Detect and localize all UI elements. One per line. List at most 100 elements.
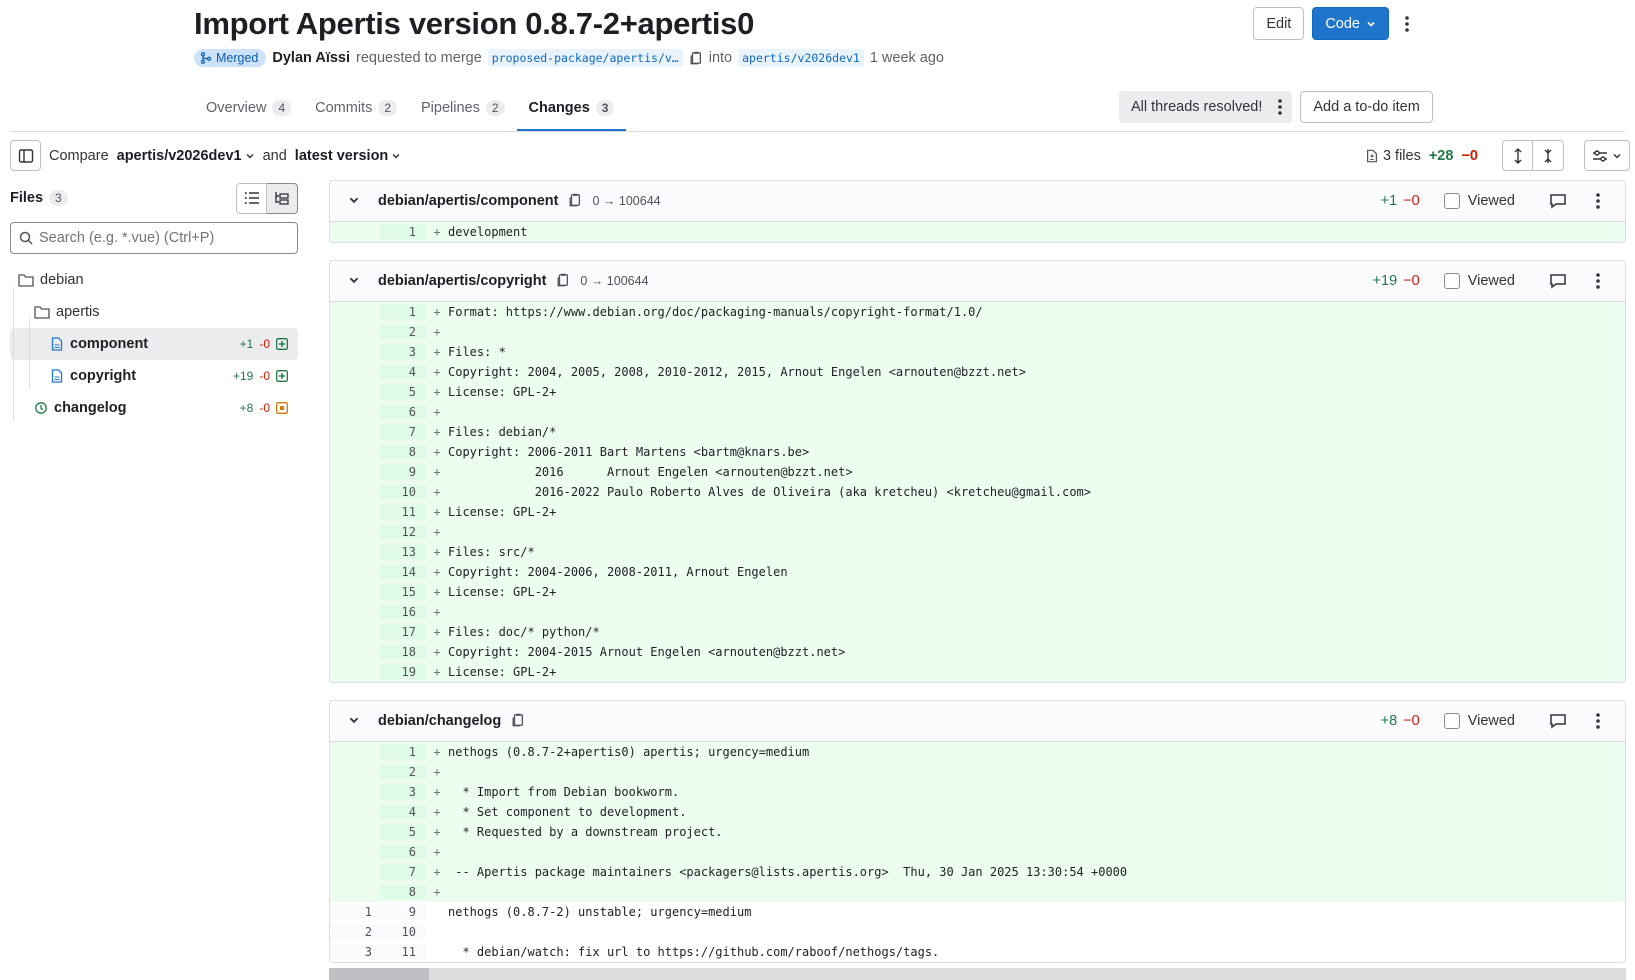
new-line-number[interactable]: 5 bbox=[380, 385, 426, 399]
new-line-number[interactable]: 13 bbox=[380, 545, 426, 559]
collapse-all-icon[interactable] bbox=[1533, 140, 1564, 171]
tree-folder-apertis[interactable]: apertis bbox=[10, 296, 298, 328]
diff-line[interactable]: 4+ * Set component to development. bbox=[330, 802, 1625, 822]
more-icon[interactable] bbox=[1278, 99, 1283, 115]
diff-line[interactable]: 1+Format: https://www.debian.org/doc/pac… bbox=[330, 302, 1625, 322]
checkbox-box[interactable] bbox=[1443, 713, 1460, 729]
diff-line[interactable]: 8+ bbox=[330, 882, 1625, 902]
diff-line[interactable]: 3+ * Import from Debian bookworm. bbox=[330, 782, 1625, 802]
copy-icon[interactable] bbox=[689, 51, 703, 65]
new-line-number[interactable]: 1 bbox=[380, 305, 426, 319]
diff-file-name[interactable]: debian/apertis/component bbox=[378, 193, 559, 209]
new-line-number[interactable]: 2 bbox=[380, 325, 426, 339]
target-branch[interactable]: apertis/v2026dev1 bbox=[738, 49, 864, 67]
horizontal-scrollbar[interactable] bbox=[329, 968, 1626, 980]
base-version-dropdown[interactable]: apertis/v2026dev1 bbox=[117, 148, 255, 164]
diff-line[interactable]: 7+Files: debian/* bbox=[330, 422, 1625, 442]
checkbox-box[interactable] bbox=[1443, 273, 1460, 289]
author-link[interactable]: Dylan Aïssi bbox=[272, 50, 351, 66]
diff-line[interactable]: 19+License: GPL-2+ bbox=[330, 662, 1625, 682]
collapse-file-toggle[interactable] bbox=[348, 193, 364, 209]
diff-settings-dropdown[interactable] bbox=[1584, 140, 1630, 171]
comment-icon[interactable] bbox=[1543, 273, 1573, 289]
new-line-number[interactable]: 8 bbox=[380, 445, 426, 459]
tree-file-component[interactable]: component +1 -0 bbox=[10, 328, 298, 360]
more-options-icon[interactable] bbox=[1583, 193, 1613, 209]
checkbox-box[interactable] bbox=[1443, 193, 1460, 209]
new-line-number[interactable]: 4 bbox=[380, 805, 426, 819]
diff-line[interactable]: 10+ 2016-2022 Paulo Roberto Alves de Oli… bbox=[330, 482, 1625, 502]
diff-line[interactable]: 7+ -- Apertis package maintainers <packa… bbox=[330, 862, 1625, 882]
more-options-icon[interactable] bbox=[1583, 273, 1613, 289]
new-line-number[interactable]: 10 bbox=[380, 925, 426, 939]
diff-line[interactable]: 6+ bbox=[330, 402, 1625, 422]
copy-path-icon[interactable] bbox=[556, 273, 570, 290]
diff-line[interactable]: 18+Copyright: 2004-2015 Arnout Engelen <… bbox=[330, 642, 1625, 662]
diff-line[interactable]: 1+nethogs (0.8.7-2+apertis0) apertis; ur… bbox=[330, 742, 1625, 762]
new-line-number[interactable]: 7 bbox=[380, 425, 426, 439]
old-line-number[interactable]: 2 bbox=[330, 925, 380, 939]
old-line-number[interactable]: 3 bbox=[330, 945, 380, 959]
diff-line[interactable]: 5+License: GPL-2+ bbox=[330, 382, 1625, 402]
new-line-number[interactable]: 11 bbox=[380, 945, 426, 959]
new-line-number[interactable]: 9 bbox=[380, 905, 426, 919]
copy-path-icon[interactable] bbox=[511, 713, 525, 730]
new-line-number[interactable]: 16 bbox=[380, 605, 426, 619]
more-actions-icon[interactable] bbox=[1397, 9, 1417, 39]
new-line-number[interactable]: 6 bbox=[380, 845, 426, 859]
diff-line[interactable]: 16+ bbox=[330, 602, 1625, 622]
tree-file-changelog[interactable]: changelog +8 -0 bbox=[10, 392, 298, 424]
edit-button[interactable]: Edit bbox=[1253, 7, 1305, 40]
diff-line[interactable]: 3+Files: * bbox=[330, 342, 1625, 362]
viewed-checkbox[interactable]: Viewed bbox=[1443, 713, 1515, 729]
new-line-number[interactable]: 19 bbox=[380, 665, 426, 679]
new-line-number[interactable]: 2 bbox=[380, 765, 426, 779]
new-line-number[interactable]: 3 bbox=[380, 345, 426, 359]
collapse-file-toggle[interactable] bbox=[348, 273, 364, 289]
diff-line[interactable]: 14+Copyright: 2004-2006, 2008-2011, Arno… bbox=[330, 562, 1625, 582]
diff-line[interactable]: 2+ bbox=[330, 762, 1625, 782]
file-search-input[interactable] bbox=[39, 230, 279, 246]
new-line-number[interactable]: 9 bbox=[380, 465, 426, 479]
old-line-number[interactable]: 1 bbox=[330, 905, 380, 919]
new-line-number[interactable]: 14 bbox=[380, 565, 426, 579]
diff-line[interactable]: 11+License: GPL-2+ bbox=[330, 502, 1625, 522]
more-options-icon[interactable] bbox=[1583, 713, 1613, 729]
diff-line[interactable]: 12+ bbox=[330, 522, 1625, 542]
new-line-number[interactable]: 6 bbox=[380, 405, 426, 419]
tree-file-copyright[interactable]: copyright +19 -0 bbox=[10, 360, 298, 392]
scrollbar-thumb[interactable] bbox=[329, 968, 429, 980]
new-line-number[interactable]: 17 bbox=[380, 625, 426, 639]
diff-line[interactable]: 17+Files: doc/* python/* bbox=[330, 622, 1625, 642]
diff-line[interactable]: 15+License: GPL-2+ bbox=[330, 582, 1625, 602]
new-line-number[interactable]: 10 bbox=[380, 485, 426, 499]
expand-all-icon[interactable] bbox=[1502, 140, 1533, 171]
diff-file-name[interactable]: debian/changelog bbox=[378, 713, 502, 729]
diff-line[interactable]: 2+ bbox=[330, 322, 1625, 342]
new-line-number[interactable]: 12 bbox=[380, 525, 426, 539]
new-line-number[interactable]: 8 bbox=[380, 885, 426, 899]
tree-view-icon[interactable] bbox=[267, 182, 298, 214]
diff-line[interactable]: 5+ * Requested by a downstream project. bbox=[330, 822, 1625, 842]
diff-file-name[interactable]: debian/apertis/copyright bbox=[378, 273, 547, 289]
copy-path-icon[interactable] bbox=[568, 193, 582, 210]
diff-line[interactable]: 9+ 2016 Arnout Engelen <arnouten@bzzt.ne… bbox=[330, 462, 1625, 482]
comment-icon[interactable] bbox=[1543, 193, 1573, 209]
new-line-number[interactable]: 5 bbox=[380, 825, 426, 839]
new-line-number[interactable]: 3 bbox=[380, 785, 426, 799]
new-line-number[interactable]: 1 bbox=[380, 225, 426, 239]
diff-line[interactable]: 6+ bbox=[330, 842, 1625, 862]
tree-folder-debian[interactable]: debian bbox=[10, 264, 298, 296]
collapse-file-toggle[interactable] bbox=[348, 713, 364, 729]
sidebar-toggle-icon[interactable] bbox=[10, 140, 41, 171]
new-line-number[interactable]: 7 bbox=[380, 865, 426, 879]
new-line-number[interactable]: 15 bbox=[380, 585, 426, 599]
add-todo-button[interactable]: Add a to-do item bbox=[1300, 91, 1433, 123]
comment-icon[interactable] bbox=[1543, 713, 1573, 729]
